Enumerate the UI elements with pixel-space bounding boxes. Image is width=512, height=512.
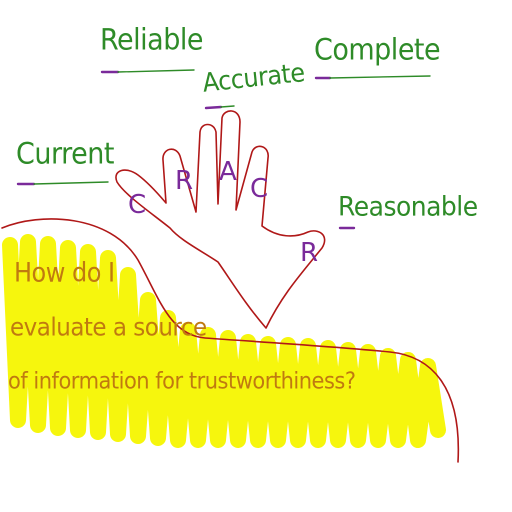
wavy-divider-line	[1, 218, 460, 463]
question-line-1: How do I	[14, 257, 115, 289]
finger-letter-r1: R	[175, 166, 193, 196]
finger-letter-c2: C	[250, 174, 268, 204]
finger-letter-r2: R	[300, 238, 318, 268]
criterion-reasonable: Reasonable	[338, 190, 478, 223]
finger-letter-a: A	[219, 157, 237, 187]
hand-shape	[115, 110, 326, 329]
finger-letter-c: C	[128, 190, 146, 220]
criterion-complete: Complete	[314, 33, 441, 68]
question-line-2: evaluate a source	[10, 313, 207, 343]
question-line-3: of information for trustworthiness?	[8, 367, 356, 395]
criterion-current: Current	[16, 137, 114, 172]
criterion-reliable: Reliable	[100, 23, 203, 58]
